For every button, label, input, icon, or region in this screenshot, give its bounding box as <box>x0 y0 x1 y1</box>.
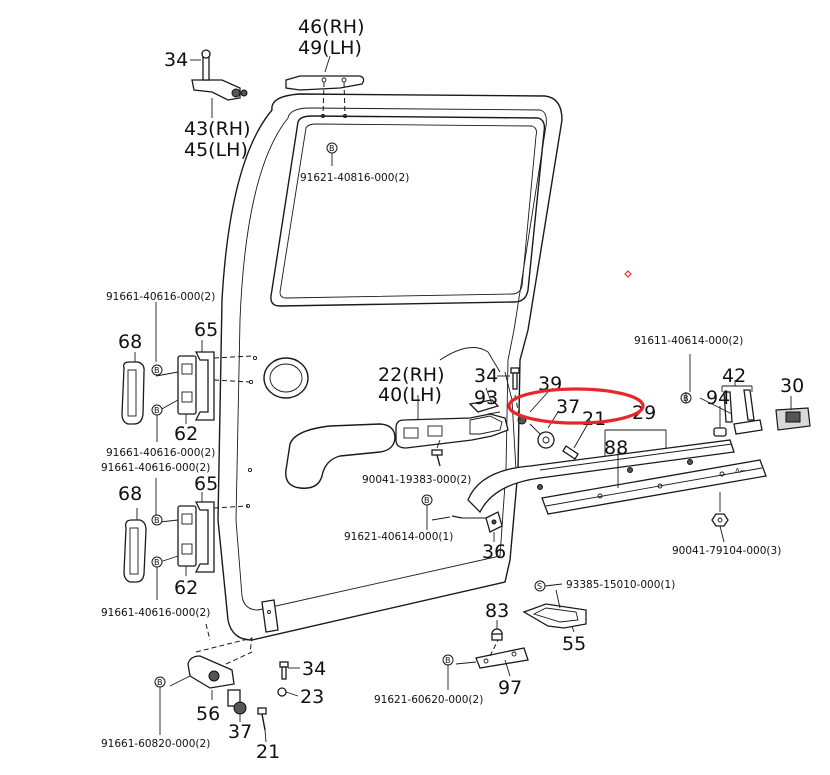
label-83: 83 <box>485 600 509 622</box>
pn-91621-40614: 91621-40614-000(1) <box>344 531 453 543</box>
s-marker: S <box>534 580 546 592</box>
svg-text:B: B <box>424 496 430 505</box>
label-62-upper: 62 <box>174 423 198 445</box>
label-55: 55 <box>562 633 586 655</box>
label-49: 49(LH) <box>298 37 362 59</box>
label-34-center: 34 <box>474 365 498 387</box>
center-hinge-arm <box>395 367 520 467</box>
bracket-36 <box>431 511 503 542</box>
svg-text:Λ~: Λ~ <box>735 467 746 475</box>
label-34-bottom: 34 <box>302 658 326 680</box>
stopper-94 <box>713 406 727 437</box>
svg-text:B: B <box>157 678 163 687</box>
label-34-top: 34 <box>164 49 188 71</box>
b-marker: B <box>151 514 163 526</box>
pn-91661-40616-b: 91661-40616-000(2) <box>106 447 215 459</box>
svg-text:B: B <box>445 656 451 665</box>
label-65-upper: 65 <box>194 319 218 341</box>
label-21-bottom: 21 <box>256 741 280 763</box>
label-68-lower: 68 <box>118 483 142 505</box>
pn-91661-60820: 91661-60820-000(2) <box>101 738 210 750</box>
b-marker: B <box>151 364 163 376</box>
label-46: 46(RH) <box>298 16 365 38</box>
b-marker: B <box>154 676 166 688</box>
label-30: 30 <box>780 375 804 397</box>
svg-text:S: S <box>537 582 542 591</box>
striker-30 <box>775 396 811 431</box>
label-40: 40(LH) <box>378 384 442 406</box>
pn-91621-40816: 91621-40816-000(2) <box>300 172 409 184</box>
b-markers: B B B B B B B B B S <box>151 142 692 688</box>
svg-text:B: B <box>154 516 160 525</box>
screw-21-bottom <box>257 707 267 743</box>
upper-roller-bracket <box>190 49 248 118</box>
svg-text:B: B <box>329 144 335 153</box>
label-45: 45(LH) <box>184 139 248 161</box>
svg-text:B: B <box>154 366 160 375</box>
screw-90041-19383 <box>431 439 443 467</box>
label-62-lower: 62 <box>174 577 198 599</box>
bottom-hinge-56 <box>169 623 253 707</box>
label-68-upper: 68 <box>118 331 142 353</box>
pn-91621-60620: 91621-60620-000(2) <box>374 694 483 706</box>
door-rail-29 <box>467 429 735 514</box>
pn-91611-40614: 91611-40614-000(2) <box>634 335 743 347</box>
bolt-83 <box>491 620 503 641</box>
svg-text:B: B <box>154 558 160 567</box>
svg-text:B: B <box>154 406 160 415</box>
label-29: 29 <box>632 402 656 424</box>
pn-91661-40616-d: 91661-40616-000(2) <box>101 607 210 619</box>
catch-55 <box>522 589 587 633</box>
label-37-center: 37 <box>556 396 580 418</box>
b-marker: B <box>151 404 163 416</box>
label-22: 22(RH) <box>378 364 445 386</box>
pn-93385-15010: 93385-15010-000(1) <box>566 579 675 591</box>
label-56: 56 <box>196 703 220 725</box>
label-37-bottom: 37 <box>228 721 252 743</box>
label-36: 36 <box>482 541 506 563</box>
roller-37-bottom <box>233 701 247 722</box>
pn-90041-79104: 90041-79104-000(3) <box>672 545 781 557</box>
bracket-97 <box>455 639 529 677</box>
label-43: 43(RH) <box>184 118 251 140</box>
bolt-34-bottom <box>279 661 300 680</box>
b-marker: B <box>421 494 433 506</box>
label-65-lower: 65 <box>194 473 218 495</box>
top-hinge-bracket <box>285 55 365 117</box>
pn-91661-40616-a: 91661-40616-000(2) <box>106 291 215 303</box>
bolt-34-center <box>497 367 520 390</box>
bracket-42 <box>689 354 763 435</box>
label-93: 93 <box>474 387 498 409</box>
label-88: 88 <box>604 437 628 459</box>
b-marker: B <box>326 142 338 154</box>
pn-91661-40616-c: 91661-40616-000(2) <box>101 462 210 474</box>
b-marker: B <box>151 556 163 568</box>
red-diamond-marker <box>624 270 632 278</box>
pn-90041-19383: 90041-19383-000(2) <box>362 474 471 486</box>
label-42: 42 <box>722 365 746 387</box>
nut-90041-79104 <box>711 513 729 543</box>
door-rail-88: Λ~ <box>541 452 767 515</box>
lower-door-plate <box>261 599 279 633</box>
lower-hinge-group <box>123 478 249 583</box>
b-marker: B <box>442 654 454 666</box>
label-21-center: 21 <box>582 408 606 430</box>
label-97: 97 <box>498 677 522 699</box>
label-94: 94 <box>706 387 730 409</box>
label-23: 23 <box>300 686 324 708</box>
highlight-ellipse <box>507 387 645 425</box>
washer-23 <box>277 687 299 697</box>
upper-hinge-group <box>121 302 253 425</box>
part-labels: 46(RH) 49(LH) 34 43(RH) 45(LH) 91621-408… <box>101 16 804 763</box>
